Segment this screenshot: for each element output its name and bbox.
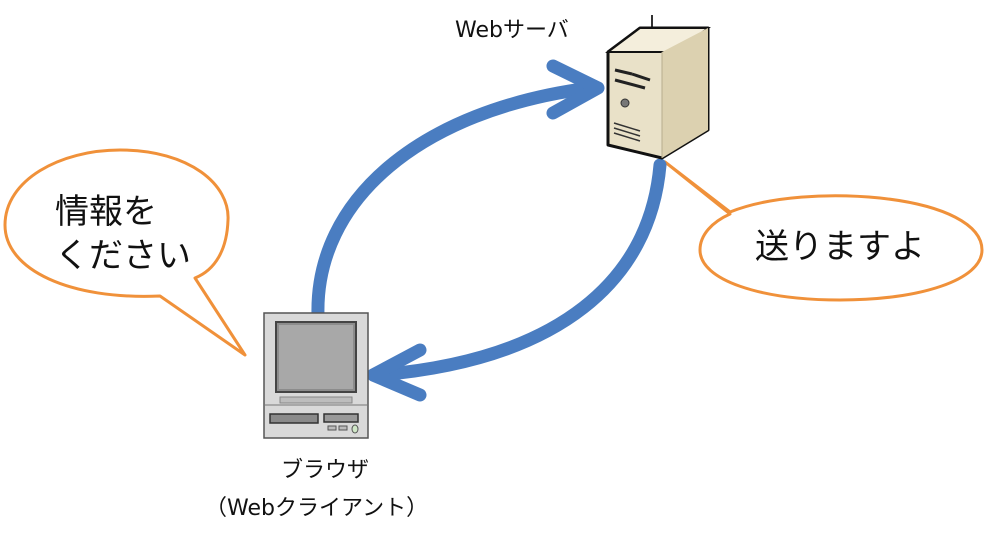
desktop-computer-icon	[263, 312, 369, 439]
response-arrowhead	[366, 343, 427, 402]
request-bubble-line-2: ください	[55, 236, 191, 276]
server-tower-icon	[605, 15, 711, 160]
request-bubble-text: 情報を ください	[55, 190, 191, 278]
response-speech-bubble	[663, 160, 984, 302]
response-arrow	[371, 158, 667, 382]
request-speech-bubble	[3, 148, 247, 357]
server-label: Webサーバ	[455, 18, 569, 43]
response-bubble-text: 送りますよ	[755, 227, 925, 267]
request-arrowhead	[546, 59, 605, 120]
client-label: ブラウザ	[280, 458, 369, 483]
request-bubble-line-1: 情報を	[55, 192, 157, 232]
client-sublabel: （Webクライアント）	[205, 496, 429, 521]
request-arrow	[311, 81, 597, 322]
